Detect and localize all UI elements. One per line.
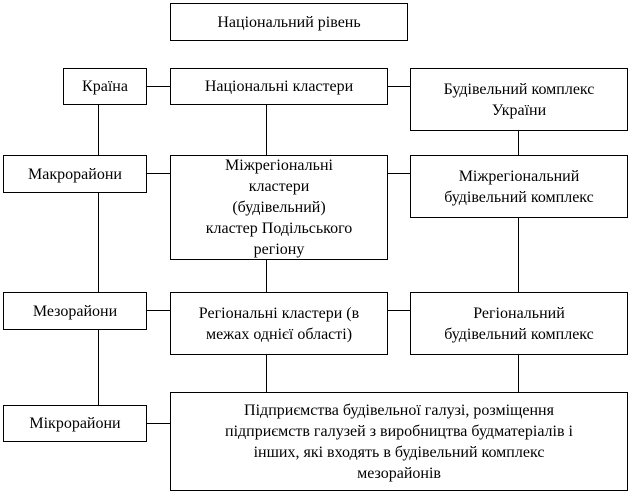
- interregional-clusters-box: Міжрегіональні кластери (будівельний) кл…: [170, 155, 388, 260]
- connector: [518, 354, 519, 392]
- connector: [518, 130, 519, 155]
- connector: [146, 310, 170, 311]
- national-level-box: Національний рівень: [170, 3, 408, 41]
- macroregions-box: Макрорайони: [3, 155, 147, 193]
- connector: [266, 354, 267, 392]
- country-box: Країна: [63, 68, 147, 105]
- connector: [98, 104, 99, 155]
- regional-construction-complex-box: Регіональний будівельний комплекс: [410, 292, 628, 355]
- enterprises-box: Підприємства будівельної галузі, розміще…: [170, 392, 628, 491]
- connector: [387, 86, 410, 87]
- connector: [146, 86, 170, 87]
- mesoregions-box: Мезорайони: [3, 292, 147, 330]
- connector: [518, 217, 519, 292]
- microregions-box: Мікрорайони: [3, 405, 147, 442]
- national-clusters-box: Національні кластери: [170, 68, 388, 105]
- connector: [98, 329, 99, 405]
- connector: [146, 173, 170, 174]
- ukraine-construction-complex-box: Будівельний комплекс України: [410, 68, 628, 131]
- connector: [387, 173, 410, 174]
- connector: [387, 310, 410, 311]
- connector: [98, 192, 99, 292]
- connector: [146, 423, 170, 424]
- connector: [266, 259, 267, 292]
- regional-clusters-box: Регіональні кластери (в межах однієї обл…: [170, 292, 388, 355]
- interregional-construction-complex-box: Міжрегіональний будівельний комплекс: [410, 155, 628, 218]
- connector: [266, 104, 267, 155]
